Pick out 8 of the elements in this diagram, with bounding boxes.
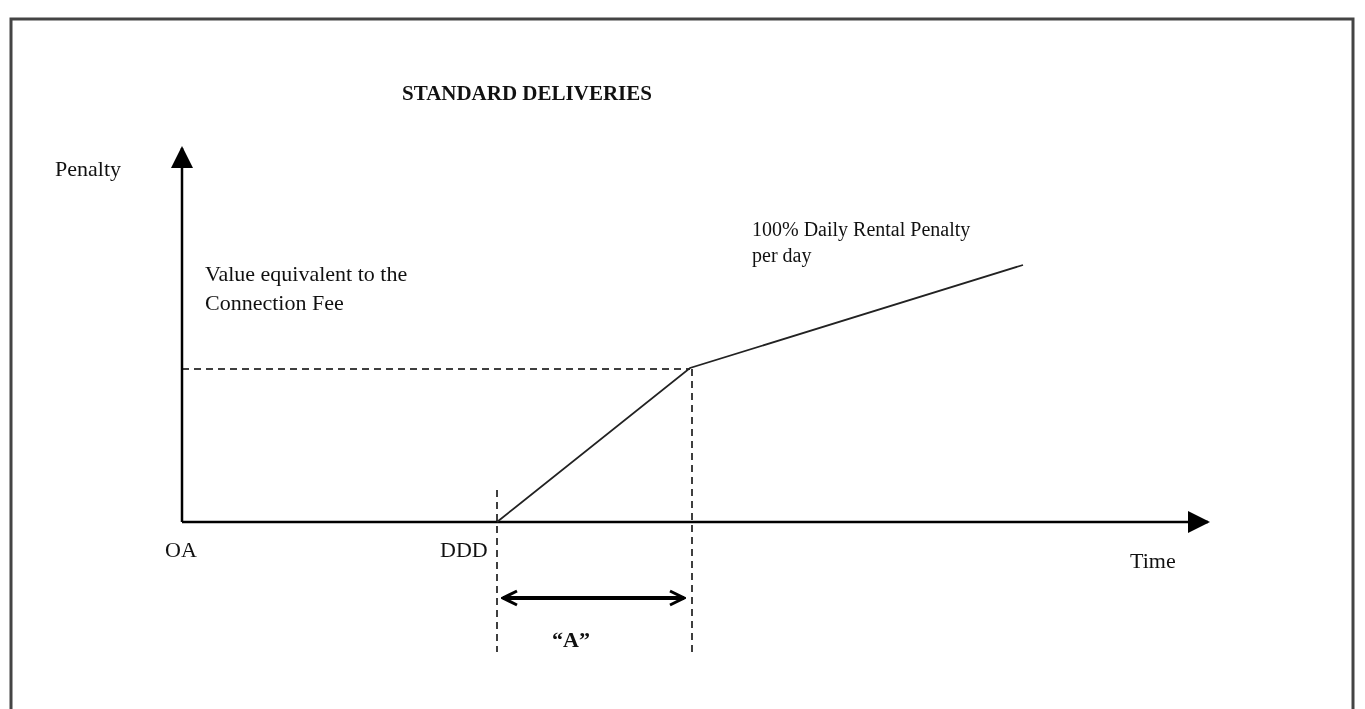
tick-label: OA bbox=[165, 536, 197, 564]
tick-label: DDD bbox=[440, 536, 488, 564]
axis-label: Penalty bbox=[55, 155, 121, 183]
dimension-label: “A” bbox=[552, 626, 590, 654]
chart-title: STANDARD DELIVERIES bbox=[402, 80, 652, 107]
curve-annotation: 100% Daily Rental Penalty per day bbox=[752, 217, 972, 268]
axis-label: Time bbox=[1130, 547, 1176, 575]
curve-annotation: Value equivalent to the Connection Fee bbox=[205, 260, 409, 317]
